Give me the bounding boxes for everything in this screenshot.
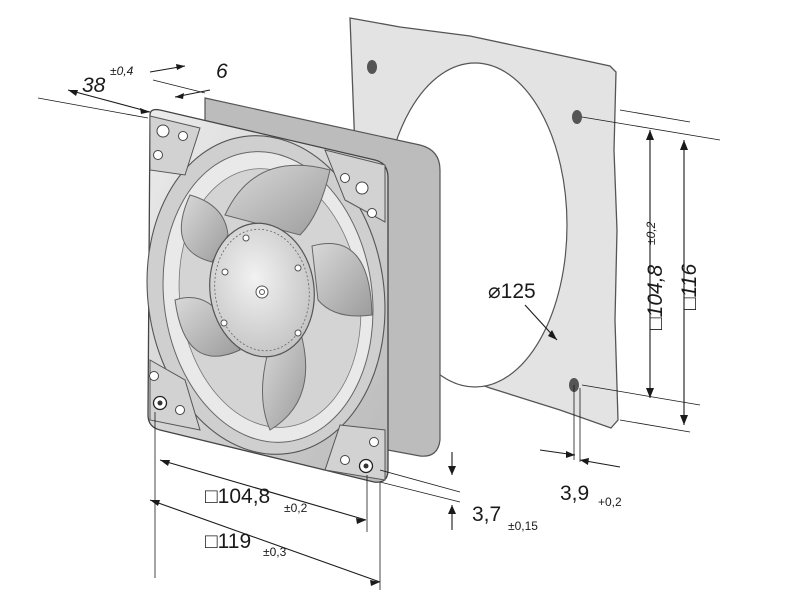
gasket-hole-spacing-value: □104,8	[644, 264, 667, 330]
frame-size-value: □119	[205, 530, 251, 553]
corner-boss-top-left	[149, 115, 201, 176]
arrowheads	[68, 64, 688, 586]
dimension-labels: 38 ±0,4 6 □104,8 ±0,2 □119 ±0,3 3,7 ±0,1…	[82, 60, 701, 559]
hole-diameter-tolerance: ±0,15	[508, 519, 538, 533]
depth-tolerance: ±0,4	[110, 64, 134, 78]
fan-hub	[209, 222, 315, 358]
gasket-hole-value: 3,9	[560, 482, 589, 505]
frame-size-tolerance: ±0,3	[263, 545, 287, 559]
cutout-diameter-value: ⌀125	[488, 280, 536, 303]
hole-diameter-value: 3,7	[472, 503, 501, 526]
corner-boss-bottom-right	[324, 424, 386, 481]
gasket-hole-spacing-tolerance: ±0,2	[644, 221, 658, 245]
gasket-hole-tolerance: +0,2	[598, 495, 622, 509]
depth-value: 38	[82, 74, 106, 97]
hole-spacing-value: □104,8	[205, 485, 270, 508]
gasket-hole-top-right	[572, 110, 582, 124]
hole-spacing-tolerance: ±0,2	[284, 501, 308, 515]
corner-boss-top-right	[324, 149, 386, 223]
fan-blades	[174, 164, 373, 431]
gasket-hole-top-left	[367, 60, 377, 74]
corner-boss-bottom-left	[149, 359, 201, 431]
gasket-size-value: □116	[678, 264, 701, 310]
flange-value: 6	[216, 60, 228, 83]
